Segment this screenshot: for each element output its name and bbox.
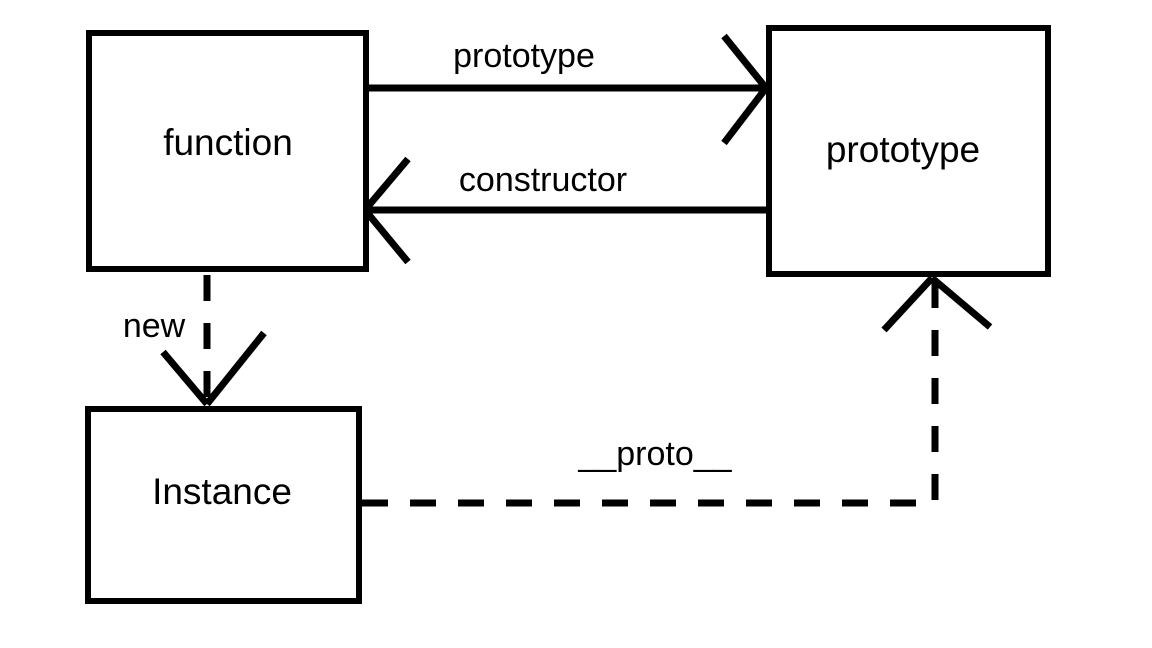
node-instance-box[interactable]	[85, 406, 362, 604]
node-function-label: function	[163, 122, 293, 163]
proto-edge-arrowhead-left	[881, 275, 935, 333]
node-instance-label: Instance	[152, 471, 292, 512]
proto-edge-line	[362, 280, 939, 507]
node-prototype-box[interactable]	[766, 25, 1051, 277]
prototype-edge-arrowhead-lower	[721, 85, 769, 146]
edge-label-constructor: constructor	[459, 161, 627, 199]
prototype-edge-arrowhead-upper	[721, 33, 769, 91]
node-prototype-label: prototype	[826, 129, 980, 170]
new-edge-arrowhead-right	[204, 330, 267, 407]
edge-label-prototype: prototype	[453, 37, 595, 75]
edge-proto	[362, 275, 993, 507]
edge-label-proto: __proto__	[577, 435, 732, 473]
proto-edge-arrowhead-right	[929, 275, 993, 330]
node-function-box[interactable]	[86, 30, 369, 272]
new-edge-arrowhead-left	[160, 349, 210, 407]
edge-new	[160, 275, 267, 407]
edge-prototype	[369, 33, 769, 146]
constructor-edge-arrowhead-lower	[362, 207, 411, 265]
constructor-edge-arrowhead-upper	[362, 156, 411, 213]
edge-label-new: new	[123, 307, 186, 345]
edge-constructor	[362, 156, 766, 265]
